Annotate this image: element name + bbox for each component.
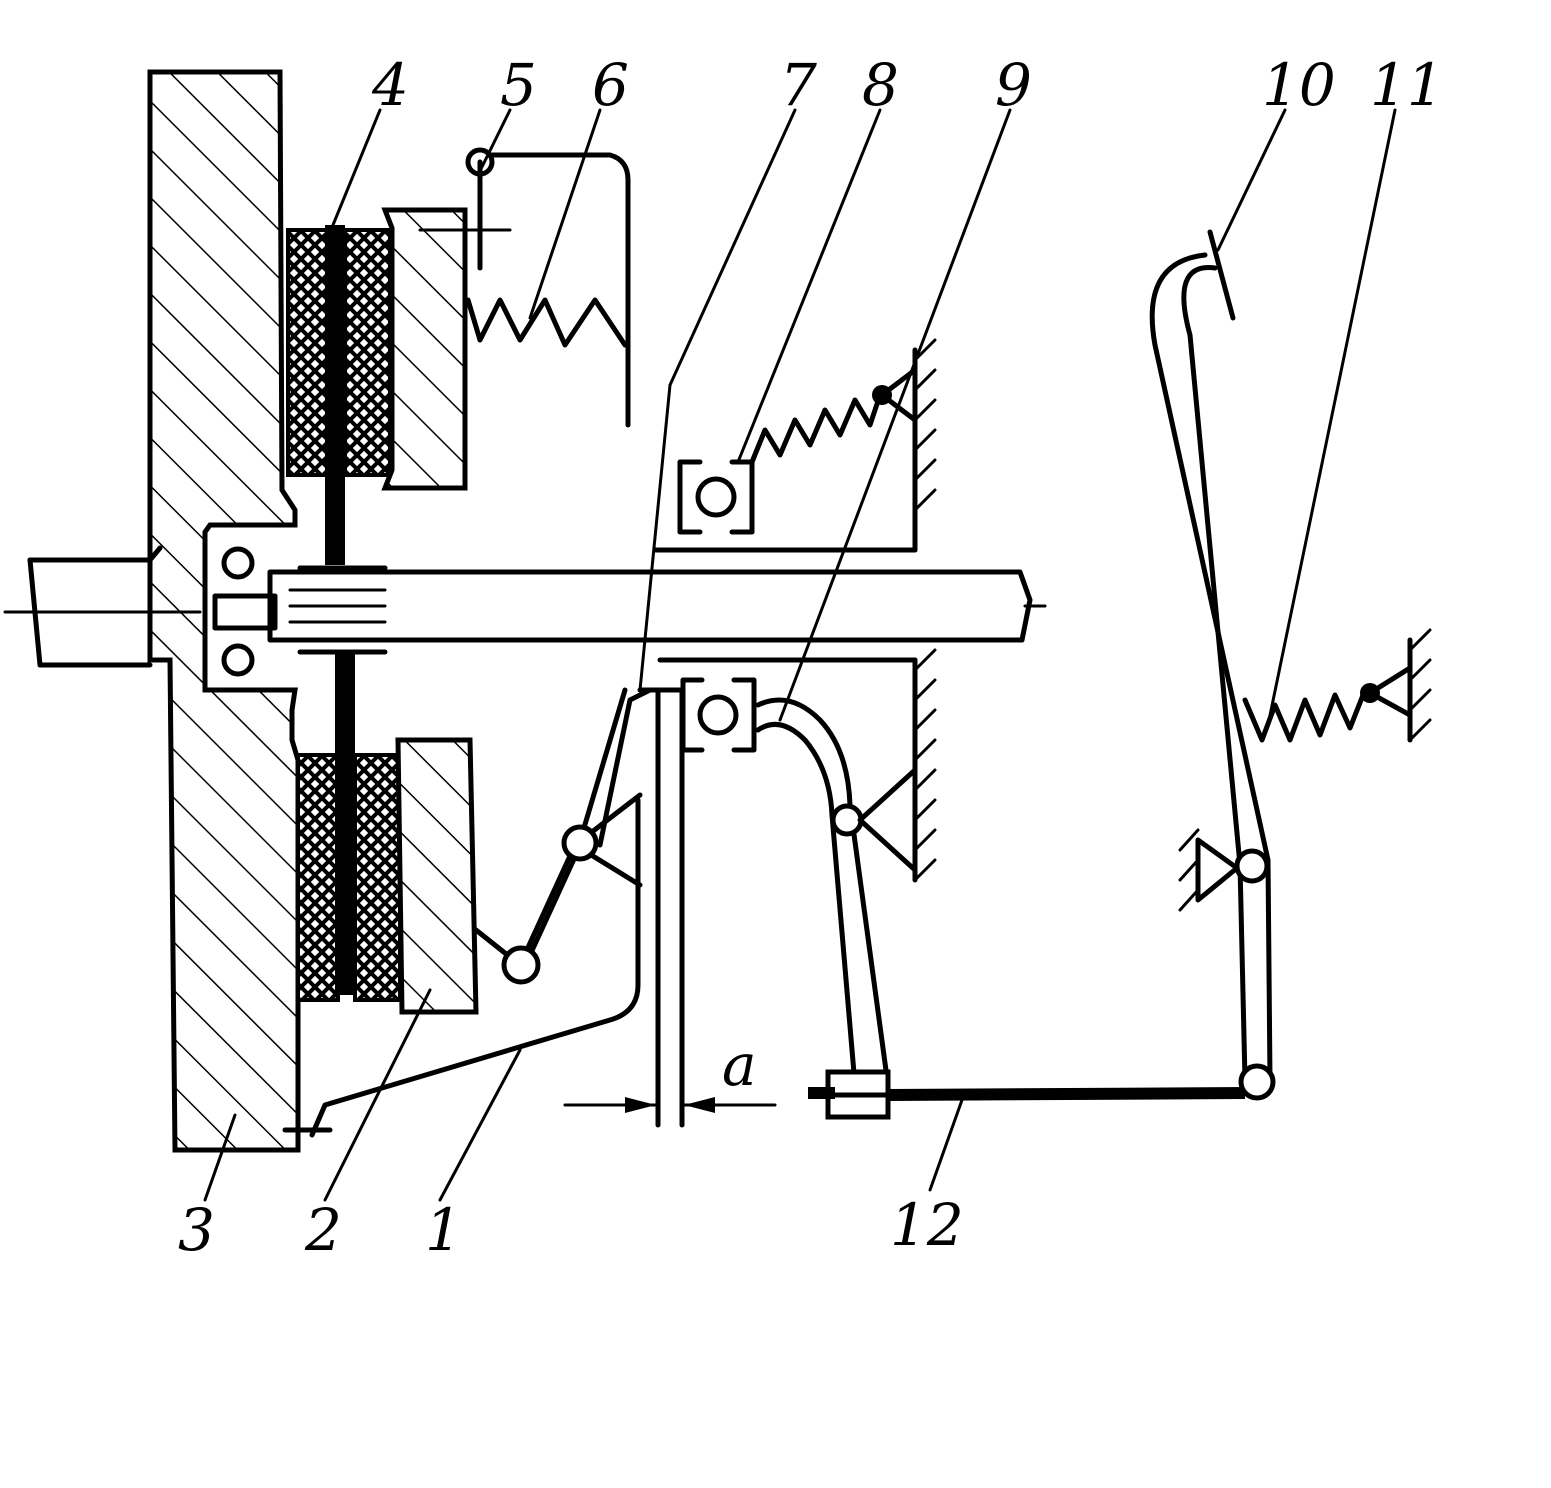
label-10: 10 bbox=[1262, 51, 1336, 119]
housing-wall-upper bbox=[913, 338, 937, 882]
label-2: 2 bbox=[304, 1196, 342, 1264]
leader-lines bbox=[203, 108, 1397, 1202]
clutch-pedal bbox=[1149, 229, 1276, 1101]
return-spring-8 bbox=[749, 367, 918, 465]
pull-rod bbox=[887, 1087, 1246, 1101]
pilot-bearing bbox=[221, 546, 255, 677]
pressure-plate-upper bbox=[381, 207, 468, 491]
label-6: 6 bbox=[592, 51, 629, 119]
release-fork bbox=[755, 697, 918, 1120]
label-5: 5 bbox=[500, 51, 537, 119]
release-bearing-upper bbox=[677, 459, 755, 535]
label-1: 1 bbox=[425, 1196, 462, 1264]
pressure-spring-upper bbox=[418, 147, 631, 428]
friction-disc-lower bbox=[296, 650, 402, 1002]
flywheel bbox=[147, 69, 301, 1153]
part-labels: 4 5 6 7 8 9 10 11 3 2 1 12 a bbox=[178, 51, 1444, 1264]
label-a: a bbox=[722, 1031, 757, 1099]
label-8: 8 bbox=[862, 51, 899, 119]
label-4: 4 bbox=[371, 51, 409, 119]
pedal-return-spring bbox=[1242, 628, 1432, 743]
label-3: 3 bbox=[178, 1196, 215, 1264]
label-9: 9 bbox=[995, 51, 1032, 119]
release-bearing-lower bbox=[680, 677, 757, 753]
label-12: 12 bbox=[890, 1191, 964, 1259]
label-7: 7 bbox=[780, 51, 817, 119]
disc-hub bbox=[297, 565, 388, 655]
friction-disc-upper bbox=[286, 225, 392, 565]
input-shaft bbox=[212, 569, 1047, 643]
free-play-dimension bbox=[563, 1097, 777, 1113]
release-lever bbox=[282, 687, 653, 1138]
crankshaft bbox=[3, 545, 202, 668]
label-11: 11 bbox=[1370, 51, 1444, 119]
pressure-plate-lower bbox=[395, 737, 479, 1015]
